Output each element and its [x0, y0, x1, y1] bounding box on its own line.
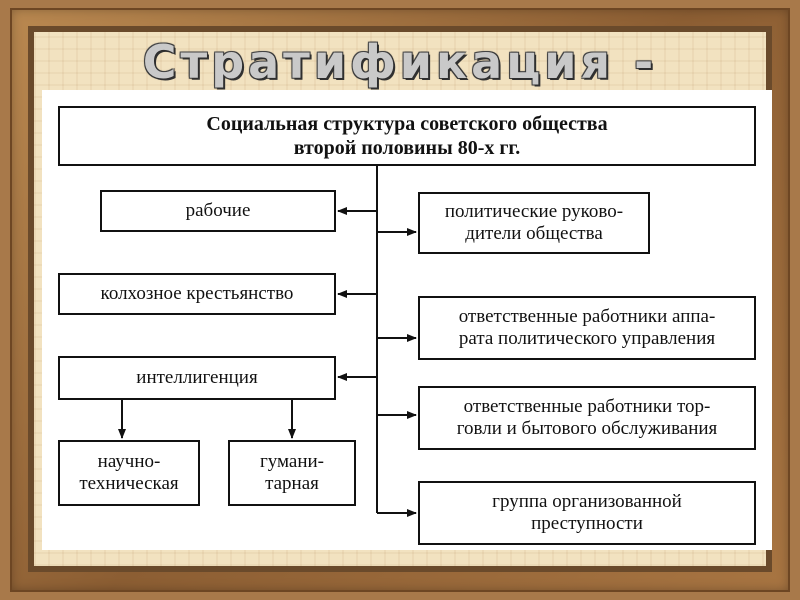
trade-line-2: говли и бытового обслуживания [456, 418, 718, 439]
leaders-box: политические руково- дители общества [418, 192, 650, 254]
humanitarian-box: гумани- тарная [228, 440, 356, 506]
intelligentsia-label: интеллигенция [136, 367, 258, 388]
crime-line-1: группа организованной [492, 491, 682, 512]
workers-label: рабочие [185, 200, 251, 221]
scientific-box: научно- техническая [58, 440, 200, 506]
slide-title: Стратификация - [142, 35, 658, 89]
header-box: Социальная структура советского общества… [58, 106, 756, 166]
trade-box: ответственные работники тор- говли и быт… [418, 386, 756, 450]
scientific-line-2: техническая [79, 473, 179, 494]
scientific-line-1: научно- [97, 451, 161, 472]
leaders-line-1: политические руково- [444, 201, 624, 222]
header-line-1: Социальная структура советского общества [206, 113, 608, 135]
peasants-box: колхозное крестьянство [58, 273, 336, 315]
humanitarian-line-2: тарная [265, 473, 319, 494]
humanitarian-line-1: гумани- [259, 451, 325, 472]
header-line-2: второй половины 80-х гг. [293, 137, 521, 159]
trade-line-1: ответственные работники тор- [463, 396, 711, 417]
apparatus-line-2: рата политического управления [458, 328, 716, 349]
peasants-label: колхозное крестьянство [100, 283, 294, 304]
apparatus-line-1: ответственные работники аппа- [458, 306, 716, 327]
intelligentsia-box: интеллигенция [58, 356, 336, 400]
crime-box: группа организованной преступности [418, 481, 756, 545]
workers-box: рабочие [100, 190, 336, 232]
apparatus-box: ответственные работники аппа- рата полит… [418, 296, 756, 360]
crime-line-2: преступности [531, 513, 643, 534]
leaders-line-2: дители общества [465, 223, 603, 244]
